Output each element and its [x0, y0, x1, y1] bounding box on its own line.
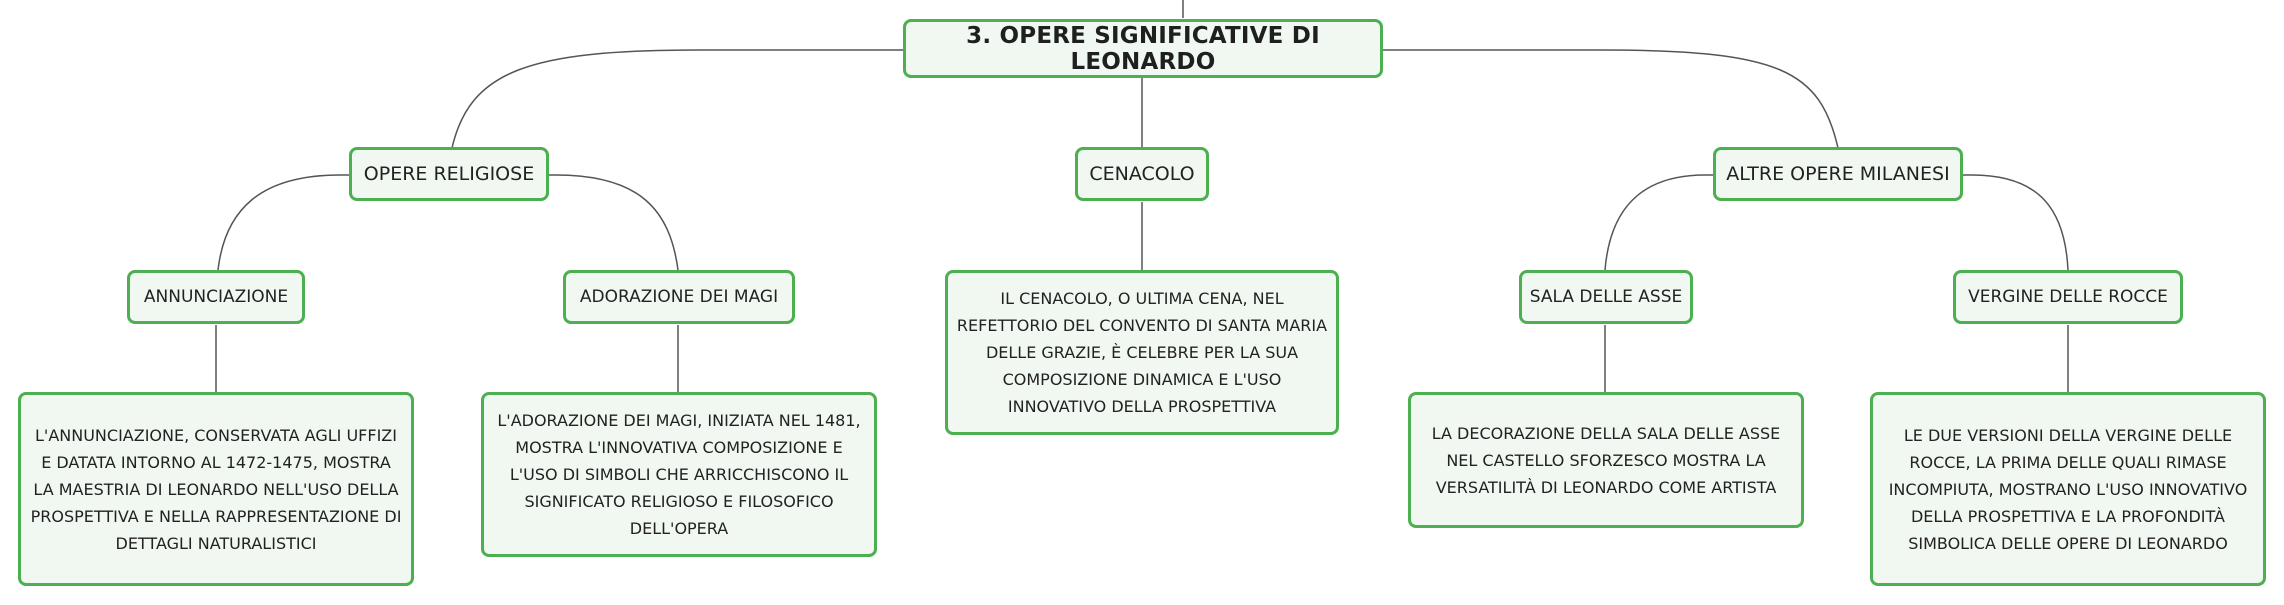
connector-milanesi-vergine	[1962, 174, 2069, 271]
leaf-adorazione-dei-magi[interactable]: ADORAZIONE DEI MAGI	[563, 270, 795, 324]
description-text: IL CENACOLO, O ULTIMA CENA, NEL REFETTOR…	[956, 289, 1328, 416]
description-cenacolo[interactable]: IL CENACOLO, O ULTIMA CENA, NEL REFETTOR…	[945, 270, 1339, 435]
description-sala-delle-asse[interactable]: LA DECORAZIONE DELLA SALA DELLE ASSE NEL…	[1408, 392, 1804, 528]
connector-root-religiose	[451, 49, 906, 149]
description-text: LE DUE VERSIONI DELLA VERGINE DELLE ROCC…	[1888, 425, 2248, 553]
description-text: L'ANNUNCIAZIONE, CONSERVATA AGLI UFFIZI …	[30, 425, 402, 553]
leaf-label: ANNUNCIAZIONE	[143, 287, 289, 307]
connector-root-milanesi	[1382, 49, 1839, 149]
description-vergine-delle-rocce[interactable]: LE DUE VERSIONI DELLA VERGINE DELLE ROCC…	[1870, 392, 2266, 586]
leaf-vergine-delle-rocce[interactable]: VERGINE DELLE ROCCE	[1953, 270, 2183, 324]
connector-religiose-adorazione	[548, 174, 679, 271]
root-node[interactable]: 3. OPERE SIGNIFICATIVE DI LEONARDO	[903, 19, 1383, 78]
connector-milanesi-sala	[1604, 174, 1714, 271]
leaf-annunciazione[interactable]: ANNUNCIAZIONE	[127, 270, 305, 324]
leaf-label: ADORAZIONE DEI MAGI	[579, 287, 779, 307]
branch-altre-opere-milanesi[interactable]: ALTRE OPERE MILANESI	[1713, 147, 1963, 201]
branch-label: CENACOLO	[1089, 163, 1195, 185]
branch-opere-religiose[interactable]: OPERE RELIGIOSE	[349, 147, 549, 201]
description-text: LA DECORAZIONE DELLA SALA DELLE ASSE NEL…	[1431, 423, 1781, 497]
description-annunciazione[interactable]: L'ANNUNCIAZIONE, CONSERVATA AGLI UFFIZI …	[18, 392, 414, 586]
branch-label: ALTRE OPERE MILANESI	[1726, 163, 1950, 185]
root-label: 3. OPERE SIGNIFICATIVE DI LEONARDO	[966, 22, 1320, 75]
leaf-label: VERGINE DELLE ROCCE	[1968, 287, 2168, 307]
leaf-sala-delle-asse[interactable]: SALA DELLE ASSE	[1519, 270, 1693, 324]
branch-label: OPERE RELIGIOSE	[363, 163, 535, 185]
leaf-label: SALA DELLE ASSE	[1529, 287, 1683, 307]
connector-religiose-annunciazione	[217, 174, 350, 271]
branch-cenacolo[interactable]: CENACOLO	[1075, 147, 1209, 201]
description-text: L'ADORAZIONE DEI MAGI, INIZIATA NEL 1481…	[497, 411, 861, 538]
description-adorazione-dei-magi[interactable]: L'ADORAZIONE DEI MAGI, INIZIATA NEL 1481…	[481, 392, 877, 557]
